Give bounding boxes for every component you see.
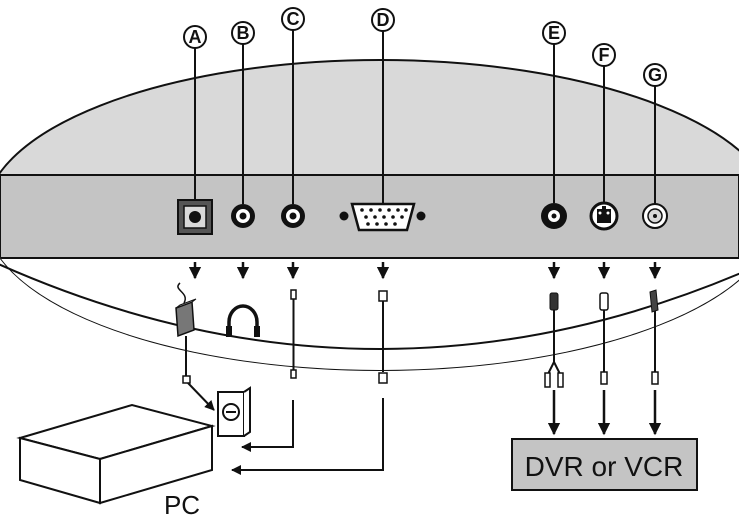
callout-g: G <box>643 63 667 87</box>
port-arrows <box>188 262 662 280</box>
callout-b-label: B <box>237 23 250 43</box>
dvr-box: DVR or VCR <box>511 438 698 491</box>
callout-f-label: F <box>599 45 610 65</box>
power-adapter-icon <box>175 282 197 384</box>
pc-box <box>16 403 216 505</box>
callout-c: C <box>281 7 305 31</box>
callout-c-label: C <box>287 9 300 29</box>
callout-d-label: D <box>377 10 390 30</box>
audio-cable-c <box>241 289 297 452</box>
rf-cable-g <box>649 289 659 385</box>
pc-label: PC <box>164 490 200 520</box>
callout-e: E <box>542 21 566 45</box>
callout-a-label: A <box>189 27 202 47</box>
wall-outlet-icon <box>217 386 251 437</box>
callout-g-label: G <box>648 65 662 85</box>
callout-a: A <box>183 25 207 49</box>
headphone-port-b <box>231 204 255 228</box>
power-port-a <box>177 199 213 235</box>
callout-d: D <box>371 8 395 32</box>
video-cable-e <box>544 292 564 388</box>
svideo-port-f <box>589 201 619 231</box>
vga-port-d <box>339 202 426 232</box>
callout-leaders <box>194 30 656 204</box>
audio-port-c <box>281 204 305 228</box>
dvr-label: DVR or VCR <box>525 451 684 482</box>
adapter-arrow <box>187 382 215 411</box>
svideo-cable-f <box>599 292 609 385</box>
callout-b: B <box>231 21 255 45</box>
callout-f: F <box>592 43 616 67</box>
video-port-e <box>541 203 567 229</box>
vga-cable-d <box>231 290 388 475</box>
callout-e-label: E <box>548 23 560 43</box>
rf-port-g <box>642 203 668 229</box>
dvr-arrows <box>547 390 662 436</box>
headphones-icon <box>226 304 260 337</box>
